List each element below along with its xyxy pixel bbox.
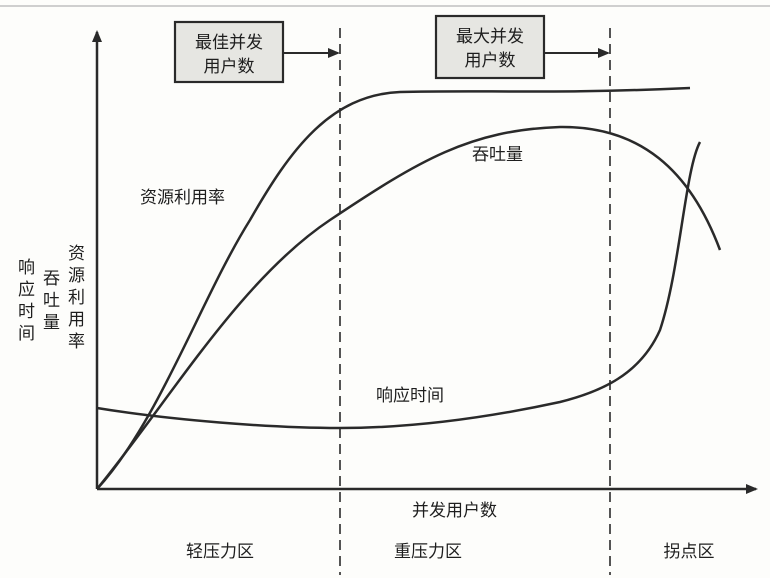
- svg-text:吐: 吐: [43, 291, 60, 311]
- svg-text:量: 量: [43, 313, 60, 333]
- svg-text:吞: 吞: [43, 269, 60, 289]
- max-concurrency-line-2: 用户数: [465, 51, 516, 71]
- svg-text:间: 间: [18, 324, 35, 344]
- zone-buckle-label: 拐点区: [664, 542, 715, 562]
- svg-text:率: 率: [68, 332, 85, 352]
- x-axis-label: 并发用户数: [412, 501, 497, 521]
- best-concurrency-line-2: 用户数: [204, 57, 255, 77]
- resource-utilization-curve: [96, 86, 691, 490]
- svg-text:用: 用: [68, 310, 85, 330]
- throughput-curve: [96, 125, 722, 490]
- svg-text:时: 时: [18, 302, 35, 322]
- svg-text:响: 响: [18, 258, 35, 278]
- svg-text:利: 利: [68, 288, 85, 308]
- y-axis-label-resource-utilization: 资 源 利 用 率: [68, 244, 85, 352]
- svg-text:源: 源: [68, 266, 85, 286]
- zone-heavy-label: 重压力区: [394, 542, 462, 562]
- svg-text:资: 资: [68, 244, 85, 264]
- max-concurrency-line-1: 最大并发: [456, 27, 524, 47]
- response-time-curve: [96, 141, 702, 430]
- svg-text:应: 应: [18, 280, 35, 300]
- best-concurrency-line-1: 最佳并发: [195, 33, 263, 53]
- y-axis-label-throughput: 吞 吐 量: [43, 269, 60, 333]
- throughput-label: 吞吐量: [472, 145, 523, 165]
- y-axis-label-response-time: 响 应 时 间: [18, 258, 35, 344]
- best-concurrency-callout: 最佳并发 用户数: [173, 20, 340, 84]
- response-time-label: 响应时间: [376, 386, 444, 406]
- max-concurrency-callout: 最大并发 用户数: [434, 14, 610, 80]
- resource-utilization-label: 资源利用率: [140, 188, 225, 208]
- zone-light-label: 轻压力区: [186, 542, 254, 562]
